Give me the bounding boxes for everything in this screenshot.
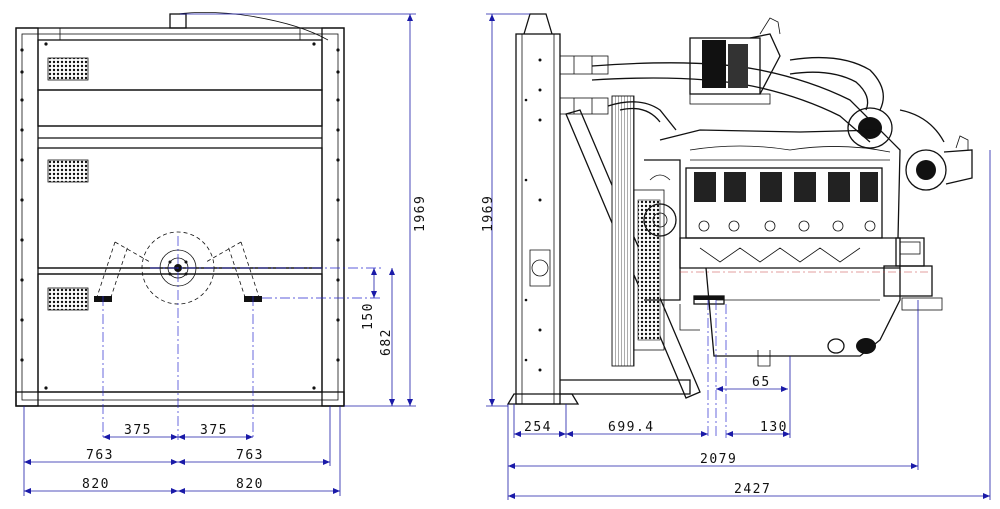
radiator-side-column xyxy=(515,33,561,405)
engine-block xyxy=(643,129,901,301)
dim-699-label: 699.4 xyxy=(608,420,655,435)
front-view: 1969 150 682 375 375 763 763 820 820 xyxy=(15,12,428,496)
dim-130-label: 130 xyxy=(760,420,788,435)
dim-65-label: 65 xyxy=(752,375,771,390)
base-rail xyxy=(15,391,345,407)
lower-louver xyxy=(47,287,89,311)
offset-150-label: 150 xyxy=(361,302,376,330)
exhaust-pipe xyxy=(789,56,884,111)
width-820-right-label: 820 xyxy=(236,477,264,492)
side-height-label: 1969 xyxy=(481,195,496,232)
side-view: 1969 65 254 699.4 130 2079 2427 xyxy=(481,13,991,500)
dim-254-label: 254 xyxy=(524,420,552,435)
post-bolts xyxy=(20,42,340,390)
column-bolts xyxy=(524,58,542,372)
width-763-right-label: 763 xyxy=(236,448,264,463)
radiator-foot xyxy=(506,393,580,405)
width-763-left-label: 763 xyxy=(86,448,114,463)
width-375-left-label: 375 xyxy=(124,423,152,438)
offset-682-label: 682 xyxy=(379,328,394,356)
width-820-left-label: 820 xyxy=(82,477,110,492)
dim-2079-label: 2079 xyxy=(700,452,737,467)
radiator-top-cap xyxy=(523,13,553,35)
upper-louver xyxy=(47,57,89,81)
radiator-core xyxy=(611,95,635,367)
front-height-label: 1969 xyxy=(413,195,428,232)
radiator-frame-outer xyxy=(15,27,345,407)
filler-cap xyxy=(169,13,187,29)
dim-2427-label: 2427 xyxy=(734,482,771,497)
right-post xyxy=(321,27,345,407)
intake-pipe-upper xyxy=(591,62,881,131)
left-post xyxy=(15,27,39,407)
engine-mounts xyxy=(95,241,261,301)
width-375-right-label: 375 xyxy=(200,423,228,438)
middle-louver xyxy=(47,159,89,183)
